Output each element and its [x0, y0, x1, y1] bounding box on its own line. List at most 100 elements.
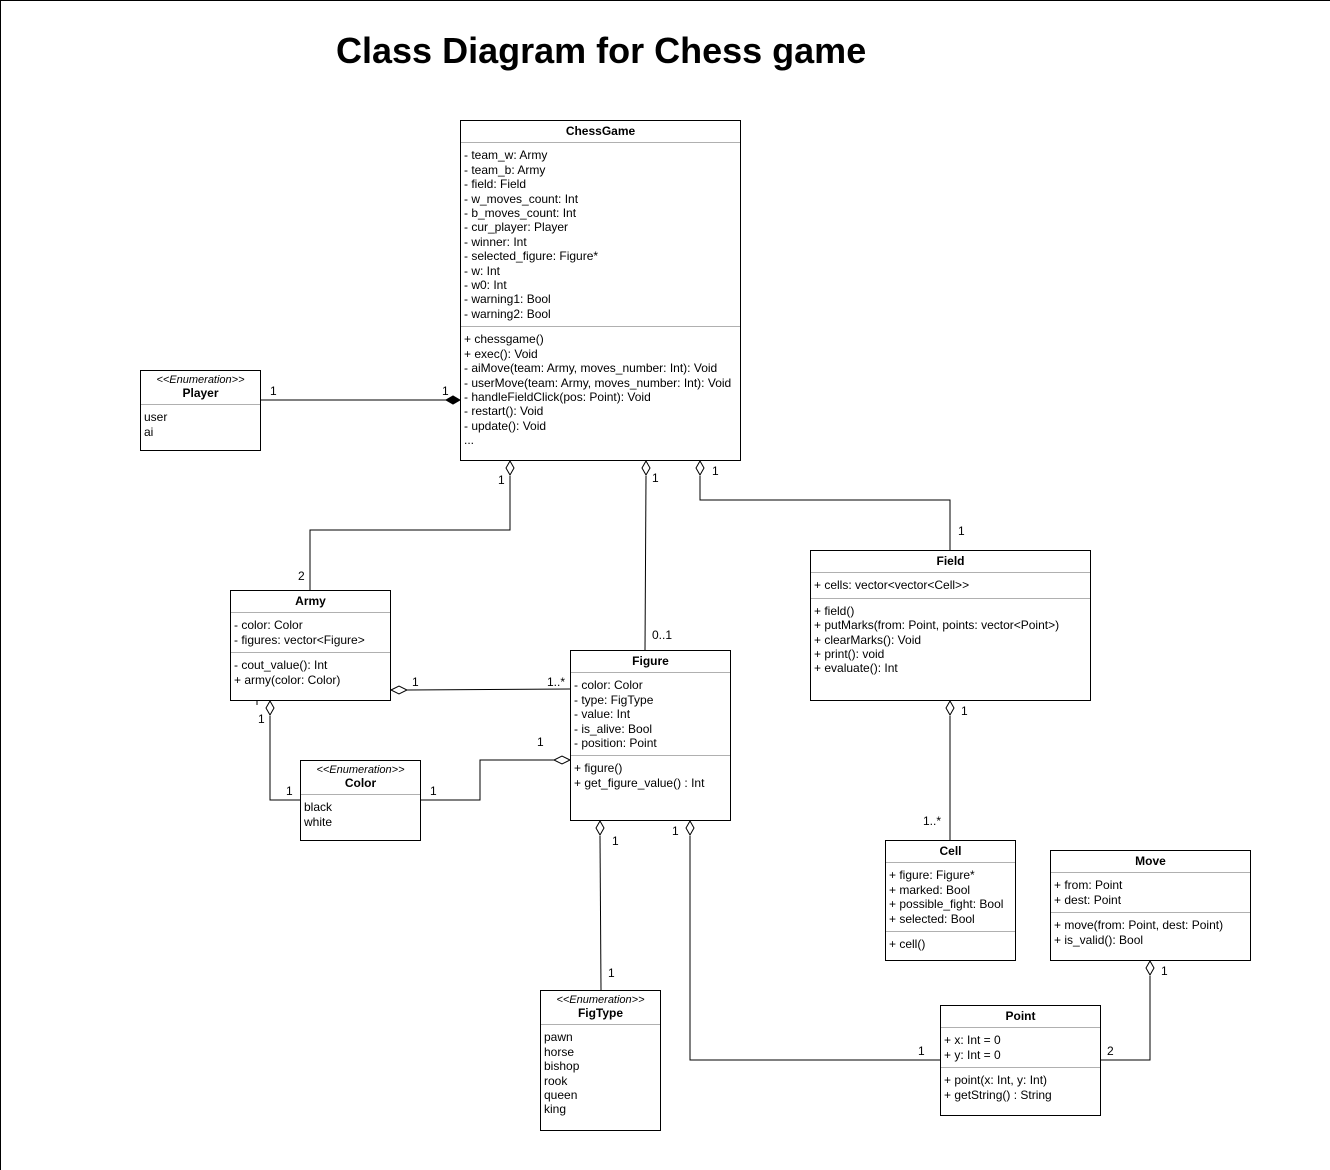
multiplicity-label: 1 — [958, 524, 965, 538]
values-section: user ai — [141, 405, 260, 444]
multiplicity-label: 1 — [612, 834, 619, 848]
class-name: Move — [1135, 854, 1166, 868]
method: - cout_value(): Int — [234, 658, 328, 673]
aggregation-diamond — [552, 755, 572, 765]
class-header: <<Enumeration>> Player — [141, 371, 260, 406]
enum-value: pawn — [544, 1030, 573, 1045]
attributes-section: - color: Color - type: FigType - value: … — [571, 673, 730, 757]
multiplicity-label: 1 — [1161, 964, 1168, 978]
chessgame-army-link — [309, 476, 511, 590]
method: + is_valid(): Bool — [1054, 932, 1144, 947]
multiplicity-label: 1 — [258, 712, 265, 726]
aggregation-diamond — [505, 459, 515, 477]
method: - handleFieldClick(pos: Point): Void — [464, 389, 651, 404]
methods-section: + field() + putMarks(from: Point, points… — [811, 599, 1090, 681]
class-header: Cell — [886, 841, 1015, 864]
method: + move(from: Point, dest: Point) — [1054, 918, 1224, 933]
multiplicity-label: 1 — [412, 675, 419, 689]
attribute: - position: Point — [574, 736, 657, 751]
method: - update(): Void — [464, 418, 547, 433]
composition-diamond — [444, 395, 462, 405]
attribute: - color: Color — [234, 618, 303, 633]
attribute: - team_w: Army — [464, 148, 548, 163]
attribute: + marked: Bool — [889, 882, 971, 897]
class-name: ChessGame — [565, 124, 636, 138]
enum-value: black — [304, 800, 333, 815]
attribute: + cells: vector<vector<Cell>> — [814, 578, 970, 593]
attribute: + x: Int = 0 — [944, 1033, 1001, 1048]
method: + print(): void — [814, 647, 885, 662]
method: + army(color: Color) — [234, 672, 341, 687]
methods-section: - cout_value(): Int + army(color: Color) — [231, 653, 390, 692]
class-chessgame[interactable]: ChessGame - team_w: Army - team_b: Army … — [460, 120, 741, 461]
class-name: Cell — [939, 844, 962, 858]
enum-value: rook — [544, 1073, 568, 1088]
aggregation-diamond — [265, 699, 275, 717]
method: + point(x: Int, y: Int) — [944, 1073, 1048, 1088]
move-point-link — [1100, 976, 1151, 1061]
class-army[interactable]: Army - color: Color - figures: vector<Fi… — [230, 590, 391, 701]
multiplicity-label: 1 — [498, 473, 505, 487]
attribute: + dest: Point — [1054, 892, 1122, 907]
class-player[interactable]: <<Enumeration>> Player user ai — [140, 370, 261, 451]
class-name: Player — [182, 386, 219, 400]
class-figure[interactable]: Figure - color: Color - type: FigType - … — [570, 650, 731, 821]
methods-section: + move(from: Point, dest: Point) + is_va… — [1051, 913, 1250, 952]
chessgame-figure-link — [644, 475, 647, 651]
chessgame-field-link — [699, 476, 951, 550]
multiplicity-label: 1..* — [547, 675, 565, 689]
multiplicity-label: 1 — [430, 784, 437, 798]
figure-point-link — [689, 836, 940, 1061]
enum-value: white — [304, 814, 333, 829]
class-header: ChessGame — [461, 121, 740, 144]
stereotype-label: <<Enumeration>> — [556, 994, 645, 1006]
attribute: - winner: Int — [464, 234, 527, 249]
class-header: <<Enumeration>> Color — [301, 761, 420, 796]
class-field[interactable]: Field + cells: vector<vector<Cell>> + fi… — [810, 550, 1091, 701]
enum-value: king — [544, 1102, 567, 1117]
method: + cell() — [889, 937, 926, 952]
aggregation-diamond — [685, 819, 695, 837]
method: + get_figure_value() : Int — [574, 775, 705, 790]
multiplicity-label: 2 — [1107, 1044, 1114, 1058]
aggregation-diamond — [695, 459, 705, 477]
method: + exec(): Void — [464, 346, 538, 361]
attributes-section: - team_w: Army - team_b: Army - field: F… — [461, 143, 740, 328]
class-point[interactable]: Point + x: Int = 0 + y: Int = 0 + point(… — [940, 1005, 1101, 1116]
multiplicity-label: 1 — [961, 704, 968, 718]
attribute: - warning2: Bool — [464, 306, 551, 321]
attributes-section: - color: Color - figures: vector<Figure> — [231, 613, 390, 654]
class-color[interactable]: <<Enumeration>> Color black white — [300, 760, 421, 841]
color-figure-link — [420, 759, 554, 801]
army-color-link — [269, 716, 300, 801]
class-name: Army — [295, 594, 326, 608]
methods-section: + point(x: Int, y: Int) + getString() : … — [941, 1068, 1100, 1107]
aggregation-diamond — [389, 685, 409, 695]
attributes-section: + cells: vector<vector<Cell>> — [811, 573, 1090, 599]
attributes-section: + x: Int = 0 + y: Int = 0 — [941, 1028, 1100, 1069]
method: - aiMove(team: Army, moves_number: Int):… — [464, 361, 718, 376]
attribute: + selected: Bool — [889, 911, 975, 926]
aggregation-diamond — [945, 699, 955, 717]
canvas-border-left — [0, 0, 1, 1170]
multiplicity-label: 2 — [298, 569, 305, 583]
class-header: Point — [941, 1006, 1100, 1029]
attribute: - team_b: Army — [464, 162, 546, 177]
attribute: - is_alive: Bool — [574, 721, 653, 736]
multiplicity-label: 1 — [270, 384, 277, 398]
class-name: Color — [344, 776, 377, 790]
method: + putMarks(from: Point, points: vector<P… — [814, 618, 1060, 633]
class-cell[interactable]: Cell + figure: Figure* + marked: Bool + … — [885, 840, 1016, 961]
class-header: Army — [231, 591, 390, 614]
class-header: Field — [811, 551, 1090, 574]
method: ... — [464, 433, 475, 448]
class-move[interactable]: Move + from: Point + dest: Point + move(… — [1050, 850, 1251, 961]
method: - userMove(team: Army, moves_number: Int… — [464, 375, 732, 390]
multiplicity-label: 1..* — [923, 814, 941, 828]
multiplicity-label: 1 — [608, 966, 615, 980]
attribute: - w_moves_count: Int — [464, 191, 579, 206]
class-figtype[interactable]: <<Enumeration>> FigType pawn horse bisho… — [540, 990, 661, 1131]
canvas-border-top — [0, 0, 1330, 1]
methods-section: + cell() — [886, 932, 1015, 956]
